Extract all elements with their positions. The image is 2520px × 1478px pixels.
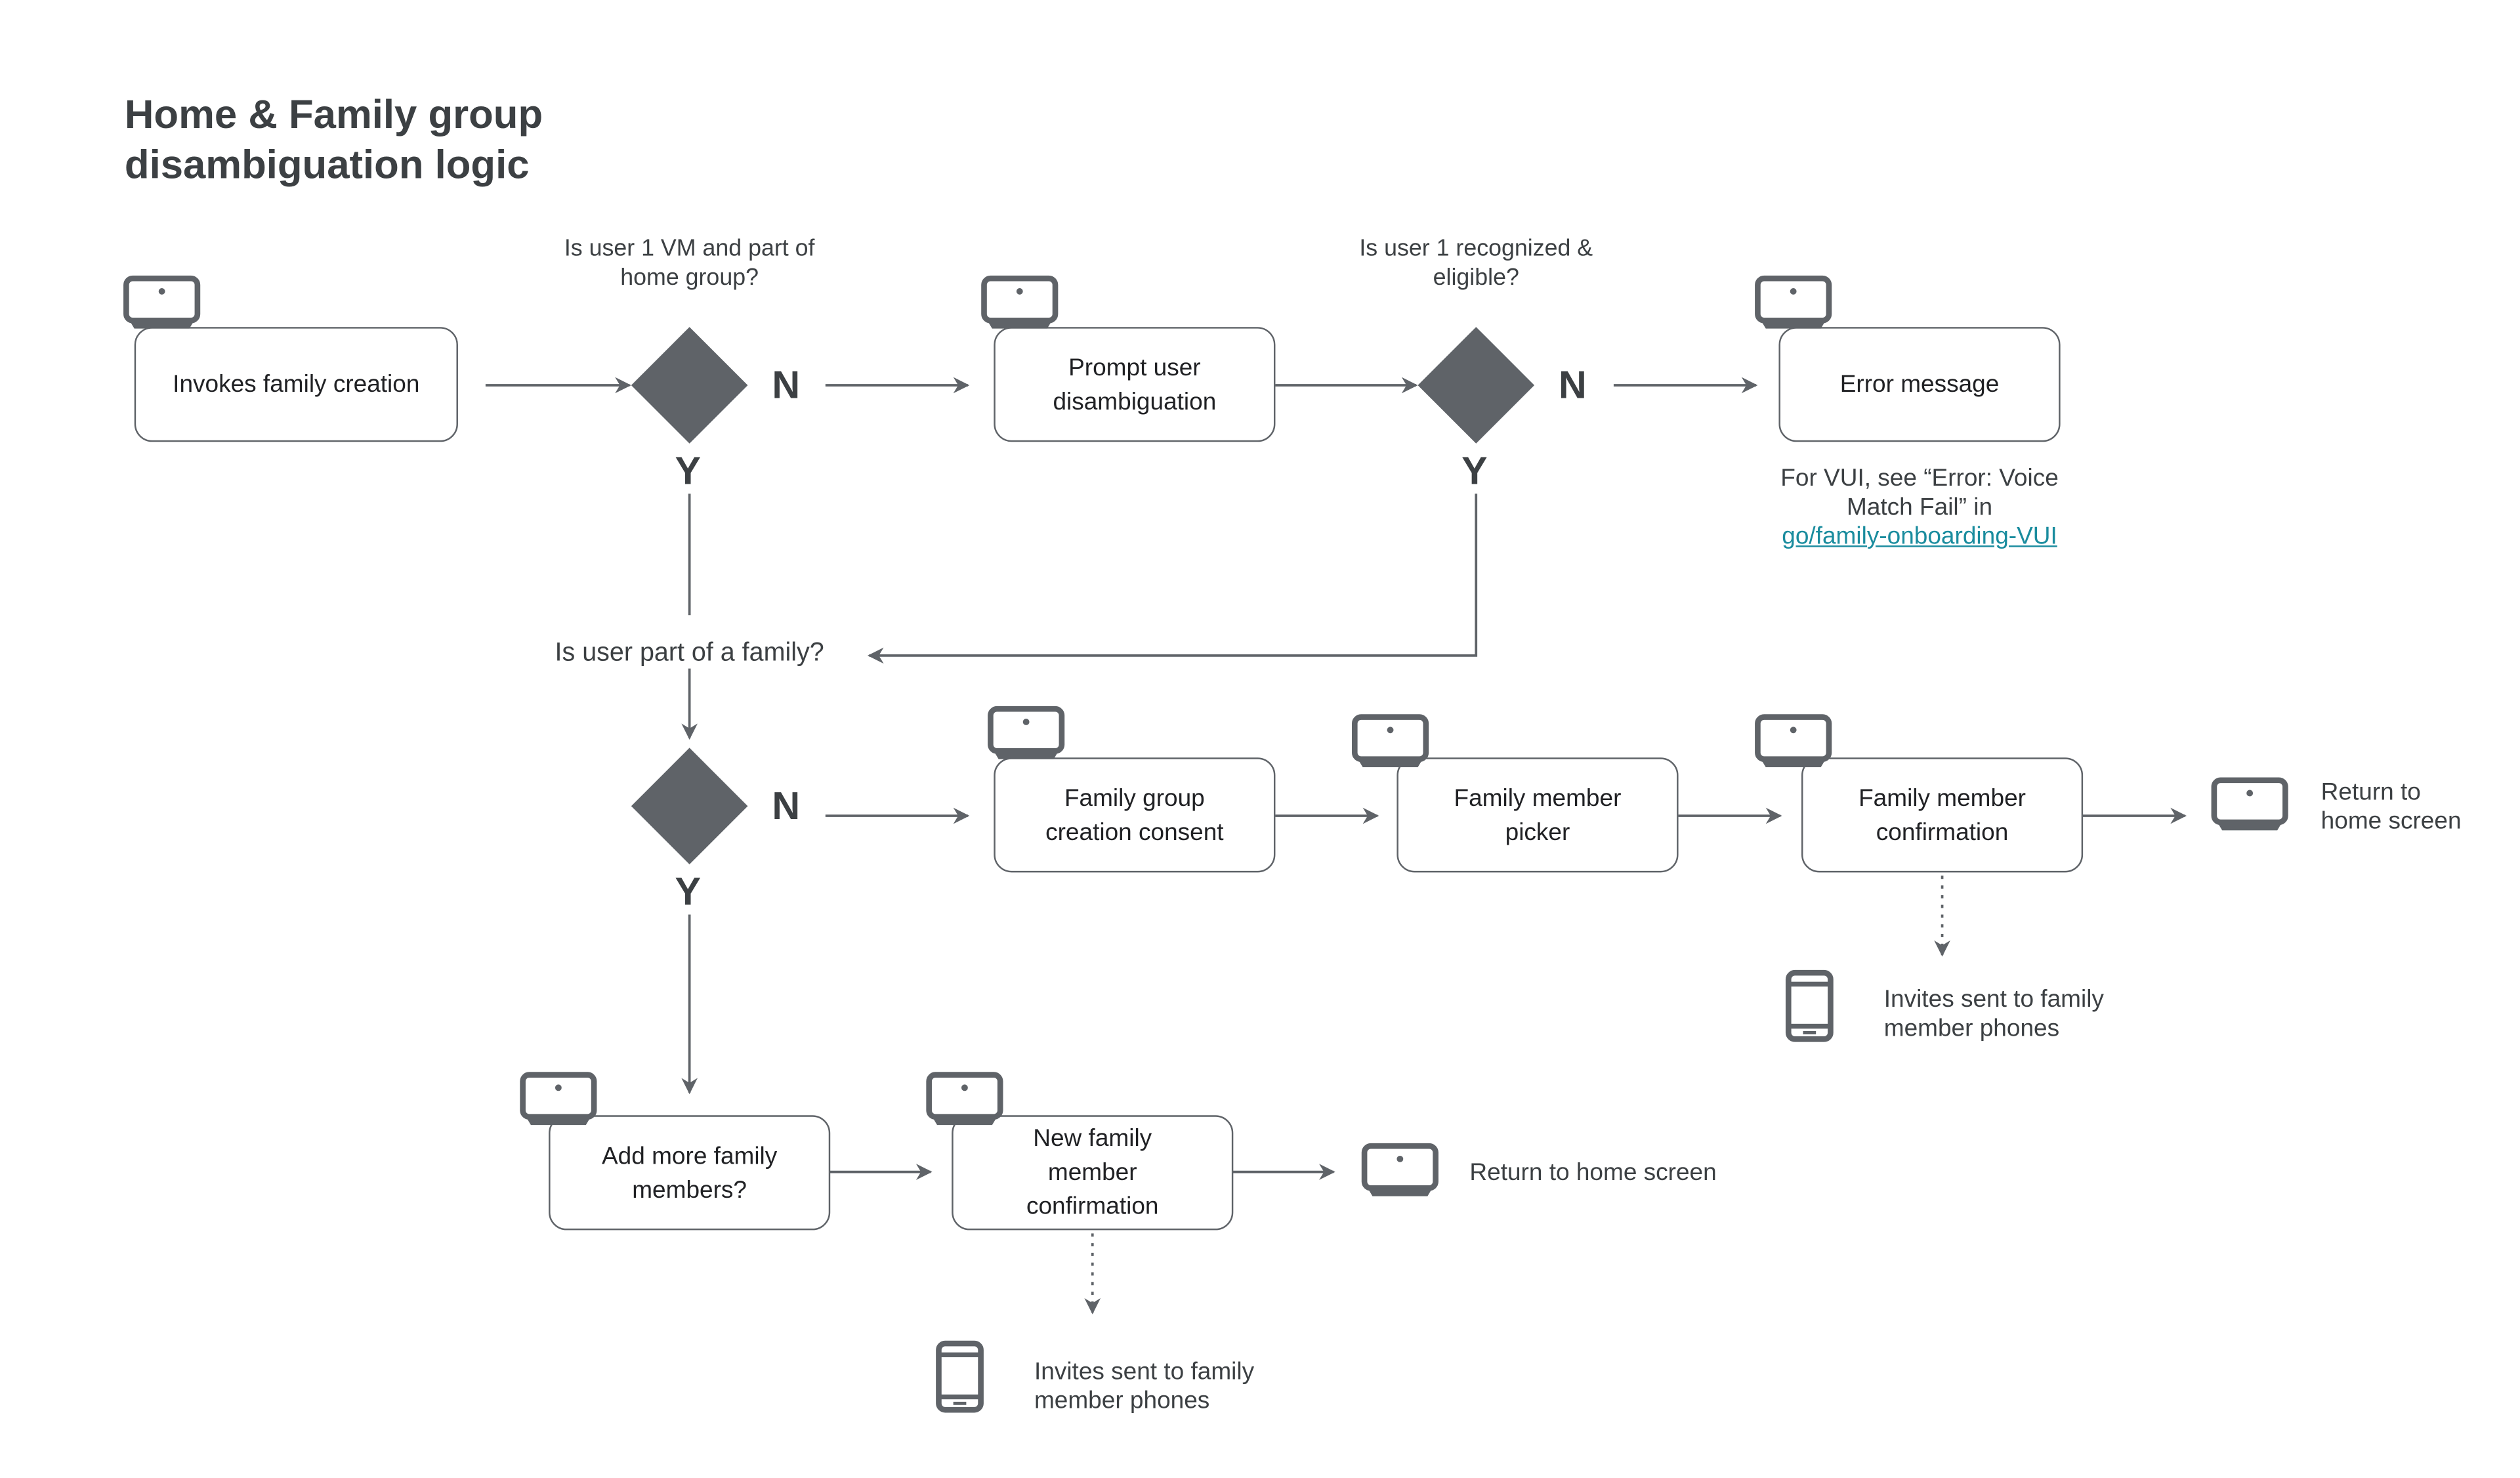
arrow-q2-yes-to-q3 <box>867 494 1478 664</box>
q3-yes-label: Y <box>675 870 701 915</box>
smart-display-icon <box>1755 714 1832 768</box>
step-error-label: Error message <box>1839 370 2000 398</box>
question-q1: Is user 1 VM and part of home group? <box>528 235 851 293</box>
note-error-vui-line2: Match Fail” in <box>1847 494 1993 522</box>
note-invites-bottom-line2: member phones <box>1034 1387 1210 1415</box>
decision-diamond-q2 <box>1418 327 1535 444</box>
page-title: Home & Family group disambiguation logic <box>125 91 543 191</box>
step-confirmation-line1: Family member <box>1858 784 2026 812</box>
step-family-member-confirmation: Family member confirmation <box>1801 757 2084 873</box>
decision-diamond-q3 <box>631 748 748 865</box>
page-title-line2: disambiguation logic <box>124 142 530 188</box>
step-invokes-label: Invokes family creation <box>173 370 420 398</box>
note-invites-top: Invites sent to family member phones <box>1884 986 2104 1044</box>
step-new-family-member-confirmation: New family member confirmation <box>952 1115 1234 1231</box>
q3-no-label: N <box>772 785 801 829</box>
step-picker-line2: picker <box>1505 818 1570 846</box>
step-new-confirmation-line3: confirmation <box>1026 1193 1159 1221</box>
step-new-confirmation-line2: member <box>1047 1158 1137 1187</box>
link-family-onboarding-vui[interactable]: go/family-onboarding-VUI <box>1782 522 2057 551</box>
q2-no-label: N <box>1559 364 1587 408</box>
smart-display-icon <box>1351 714 1429 768</box>
step-consent-line1: Family group <box>1064 784 1205 812</box>
step-prompt-line2: disambiguation <box>1053 387 1217 415</box>
step-picker-line1: Family member <box>1454 784 1622 812</box>
note-invites-top-line1: Invites sent to family <box>1883 985 2104 1013</box>
smart-display-icon <box>1361 1143 1438 1196</box>
question-q3: Is user part of a family? <box>555 639 824 667</box>
smart-display-icon <box>1755 275 1832 329</box>
step-prompt-disambiguation: Prompt user disambiguation <box>994 327 1276 442</box>
note-return-home-bottom: Return to home screen <box>1469 1158 1717 1187</box>
smart-display-icon <box>988 706 1065 759</box>
step-new-confirmation-line1: New family <box>1033 1125 1152 1153</box>
smart-display-icon <box>2211 777 2288 831</box>
note-error-vui-line1: For VUI, see “Error: Voice <box>1780 464 2059 492</box>
step-family-group-consent: Family group creation consent <box>994 757 1276 873</box>
step-error-message: Error message <box>1778 327 2061 442</box>
q1-no-label: N <box>772 364 801 408</box>
step-add-more-family-members: Add more family members? <box>549 1115 831 1231</box>
q1-yes-label: Y <box>675 450 701 494</box>
q2-yes-label: Y <box>1461 450 1488 494</box>
smart-display-icon <box>981 275 1059 329</box>
question-q2-line2: eligible? <box>1433 265 1519 291</box>
question-q2-line1: Is user 1 recognized & <box>1359 236 1593 263</box>
step-prompt-line1: Prompt user <box>1068 353 1201 381</box>
phone-icon <box>1785 969 1834 1042</box>
step-add-more-line2: members? <box>632 1175 747 1204</box>
note-invites-bottom: Invites sent to family member phones <box>1034 1358 1254 1416</box>
note-invites-top-line2: member phones <box>1883 1015 2060 1043</box>
note-return-home-top-line2: home screen <box>2320 807 2462 835</box>
question-q2: Is user 1 recognized & eligible? <box>1314 235 1638 293</box>
step-family-member-picker: Family member picker <box>1396 757 1679 873</box>
step-confirmation-line2: confirmation <box>1876 818 2009 846</box>
decision-diamond-q1 <box>631 327 748 444</box>
step-add-more-line1: Add more family <box>602 1141 778 1170</box>
question-q1-line2: home group? <box>620 265 759 291</box>
smart-display-icon <box>123 275 201 329</box>
smart-display-icon <box>520 1072 597 1126</box>
page-title-line1: Home & Family group <box>124 92 543 138</box>
note-return-home-top: Return to home screen <box>2321 778 2462 837</box>
smart-display-icon <box>926 1072 1003 1126</box>
note-return-home-top-line1: Return to <box>2320 778 2421 807</box>
note-invites-bottom-line1: Invites sent to family <box>1034 1358 1255 1386</box>
note-error-vui: For VUI, see “Error: Voice Match Fail” i… <box>1742 465 2098 552</box>
question-q1-line1: Is user 1 VM and part of <box>564 236 815 263</box>
step-invokes-family-creation: Invokes family creation <box>134 327 458 442</box>
step-consent-line2: creation consent <box>1045 818 1224 846</box>
phone-icon <box>936 1340 984 1413</box>
